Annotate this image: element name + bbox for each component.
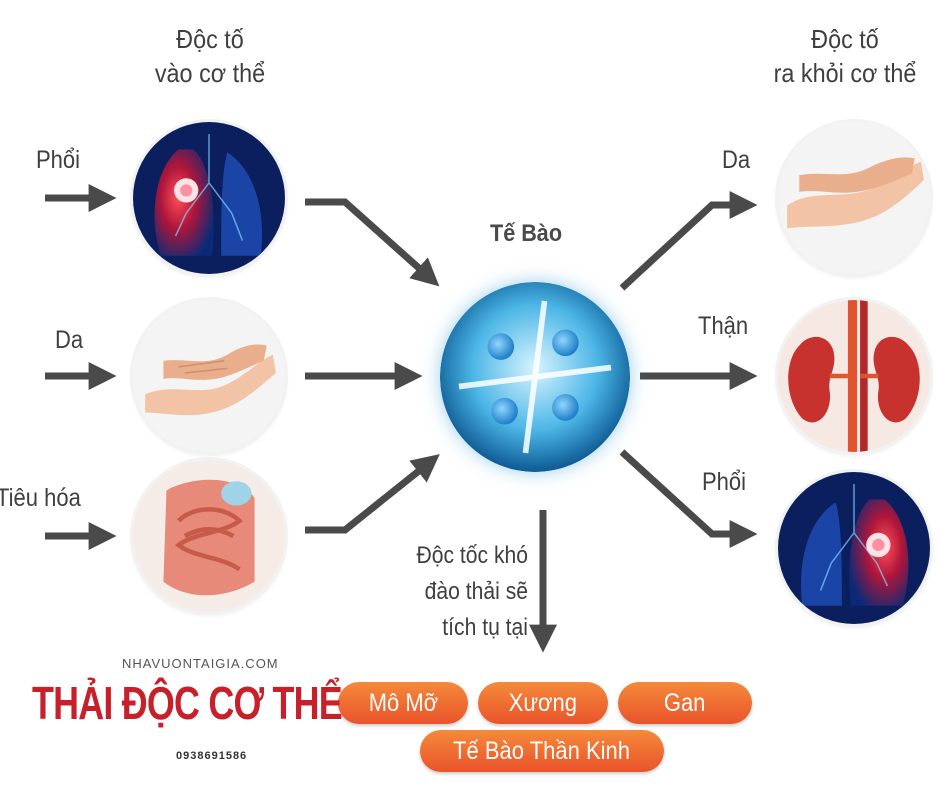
deposit-fat-tissue: Mô Mỡ <box>338 682 468 724</box>
deposit-nerve-cells: Tế Bào Thần Kinh <box>420 730 664 772</box>
note-line1: Độc tốc khó <box>416 542 528 569</box>
arrow-lung-to-cell <box>305 198 440 287</box>
source-label-skin: Da <box>55 326 84 354</box>
arrow-cell-to-lung <box>619 449 758 548</box>
source-label-digestion: Tiêu hóa <box>0 484 81 512</box>
exit-label-skin: Da <box>722 146 751 174</box>
watermark-phone: 0938691586 <box>176 750 248 762</box>
watermark-site: NHAVUONTAIGIA.COM <box>122 656 279 671</box>
lung-icon <box>133 122 285 274</box>
deposit-bone: Xương <box>478 682 608 724</box>
note-line3: tích tụ tại <box>442 614 528 641</box>
deposit-bone-label: Xương <box>508 689 578 717</box>
heading-toxins-out: Độc tố ra khỏi cơ thể <box>755 22 935 90</box>
heading-toxins-in-line1: Độc tố <box>176 24 244 54</box>
center-label: Tế Bào <box>490 220 563 247</box>
exit-label-kidney: Thận <box>698 312 749 340</box>
note-line2: đào thải sẽ <box>424 578 528 605</box>
heading-toxins-out-line2: ra khỏi cơ thể <box>773 58 917 88</box>
deposit-liver-label: Gan <box>664 689 706 717</box>
watermark-title: THẢI ĐỘC CƠ THỂ <box>32 677 343 729</box>
kidney-icon <box>778 300 930 452</box>
deposit-liver: Gan <box>618 682 752 724</box>
source-label-lung: Phổi <box>36 146 81 174</box>
heading-toxins-out-line1: Độc tố <box>811 24 879 54</box>
arrow-cell-to-skin <box>619 191 758 291</box>
lung-icon <box>778 472 930 624</box>
hands-icon <box>778 122 930 274</box>
deposit-fat-tissue-label: Mô Mỡ <box>368 689 438 717</box>
heading-toxins-in-line2: vào cơ thể <box>154 58 266 88</box>
accumulation-note: Độc tốc khó đào thải sẽ tích tụ tại <box>354 538 528 646</box>
exit-label-lung: Phổi <box>702 468 747 496</box>
hands-icon <box>133 300 285 452</box>
intestine-icon <box>133 460 285 612</box>
cell-icon <box>440 282 630 472</box>
heading-toxins-in: Độc tố vào cơ thể <box>129 22 291 90</box>
deposit-nerve-cells-label: Tế Bào Thần Kinh <box>453 737 631 765</box>
arrow-digest-to-cell <box>305 454 440 534</box>
